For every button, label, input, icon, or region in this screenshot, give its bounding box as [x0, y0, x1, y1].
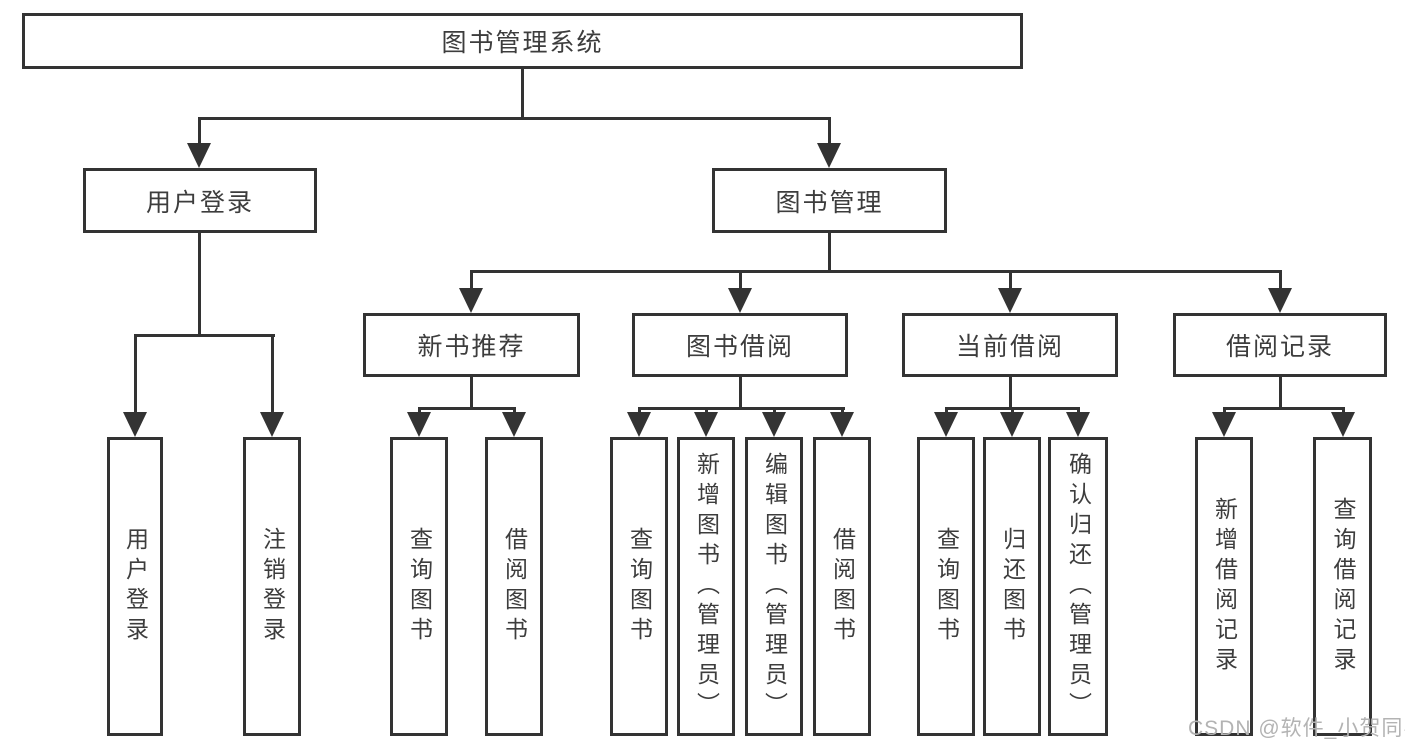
arrow-down-icon	[998, 288, 1022, 313]
node-new-book-recommend: 新书推荐	[363, 313, 580, 377]
arrow-down-icon	[1066, 412, 1090, 437]
arrow-down-icon	[694, 412, 718, 437]
connector-mgmt-drop-1	[469, 271, 473, 291]
node-book-borrow: 图书借阅	[632, 313, 848, 377]
node-book-management-label: 图书管理	[775, 188, 884, 217]
connector-borrow-drop-1	[637, 408, 641, 415]
connector-borrow-stem	[738, 377, 742, 410]
leaf-borrow-borrow-books: 借阅图书	[813, 437, 871, 736]
node-current-borrow-label: 当前借阅	[955, 333, 1064, 361]
arrow-down-icon	[1268, 288, 1292, 313]
node-borrow-records: 借阅记录	[1173, 313, 1387, 377]
arrow-down-icon	[260, 412, 284, 437]
connector-current-drop-2	[1010, 408, 1014, 415]
arrow-down-icon	[1331, 412, 1355, 437]
connector-borrow-drop-3	[772, 408, 776, 415]
arrow-down-icon	[1000, 412, 1024, 437]
arrow-down-icon	[407, 412, 431, 437]
node-borrow-records-label: 借阅记录	[1225, 333, 1334, 361]
arrow-down-icon	[502, 412, 526, 437]
leaf-borrow-add-books-admin: 新增图书（管理员）	[677, 437, 735, 736]
connector-mgmt-rail	[469, 269, 1282, 273]
node-user-login: 用户登录	[83, 168, 317, 233]
node-user-login-label: 用户登录	[145, 188, 254, 217]
connector-root-rail	[197, 116, 831, 120]
arrow-down-icon	[627, 412, 651, 437]
leaf-logout: 注销登录	[243, 437, 301, 736]
leaf-current-return-books: 归还图书	[983, 437, 1041, 736]
leaf-borrow-edit-books-admin: 编辑图书（管理员）	[745, 437, 803, 736]
arrow-down-icon	[817, 143, 841, 168]
leaf-records-add-record: 新增借阅记录	[1195, 437, 1253, 736]
node-root-label: 图书管理系统	[441, 29, 604, 57]
connector-records-drop-2	[1341, 408, 1345, 415]
connector-mgmt-drop-4	[1278, 271, 1282, 291]
connector-records-drop-1	[1222, 408, 1226, 415]
leaf-current-query-books: 查询图书	[917, 437, 975, 736]
arrow-down-icon	[762, 412, 786, 437]
leaf-current-confirm-return-admin: 确认归还（管理员）	[1048, 437, 1108, 736]
connector-recommend-stem	[469, 377, 473, 410]
arrow-down-icon	[728, 288, 752, 313]
connector-recommend-rail	[417, 406, 516, 410]
node-new-book-recommend-label: 新书推荐	[417, 333, 526, 361]
connector-recommend-drop-2	[512, 408, 516, 415]
node-book-management: 图书管理	[712, 168, 947, 233]
csdn-watermark: CSDN @软件_小贺同学	[1188, 717, 1405, 740]
connector-root-drop-right	[827, 118, 831, 146]
arrow-down-icon	[459, 288, 483, 313]
connector-borrow-drop-2	[704, 408, 708, 415]
connector-records-rail	[1222, 406, 1345, 410]
connector-records-stem	[1278, 377, 1282, 410]
node-root: 图书管理系统	[22, 13, 1023, 69]
leaf-borrow-query-books: 查询图书	[610, 437, 668, 736]
connector-mgmt-drop-2	[738, 271, 742, 291]
arrow-down-icon	[830, 412, 854, 437]
connector-user-stem	[197, 233, 201, 336]
connector-current-drop-1	[944, 408, 948, 415]
node-book-borrow-label: 图书借阅	[685, 333, 794, 361]
arrow-down-icon	[934, 412, 958, 437]
leaf-recommend-borrow-books: 借阅图书	[485, 437, 543, 736]
leaf-user-login: 用户登录	[107, 437, 163, 736]
connector-user-drop-2	[270, 335, 274, 414]
connector-user-drop-1	[133, 335, 137, 414]
connector-current-drop-3	[1076, 408, 1080, 415]
arrow-down-icon	[187, 143, 211, 168]
leaf-recommend-query-books: 查询图书	[390, 437, 448, 736]
connector-mgmt-stem	[827, 233, 831, 272]
arrow-down-icon	[1212, 412, 1236, 437]
leaf-records-query-record: 查询借阅记录	[1313, 437, 1372, 736]
connector-borrow-drop-4	[840, 408, 844, 415]
node-current-borrow: 当前借阅	[902, 313, 1118, 377]
connector-root-drop-left	[197, 118, 201, 146]
connector-borrow-rail	[637, 406, 845, 410]
connector-mgmt-drop-3	[1008, 271, 1012, 291]
connector-root-stem	[520, 69, 524, 118]
connector-recommend-drop-1	[417, 408, 421, 415]
arrow-down-icon	[123, 412, 147, 437]
connector-user-rail	[133, 333, 275, 337]
connector-current-stem	[1008, 377, 1012, 410]
